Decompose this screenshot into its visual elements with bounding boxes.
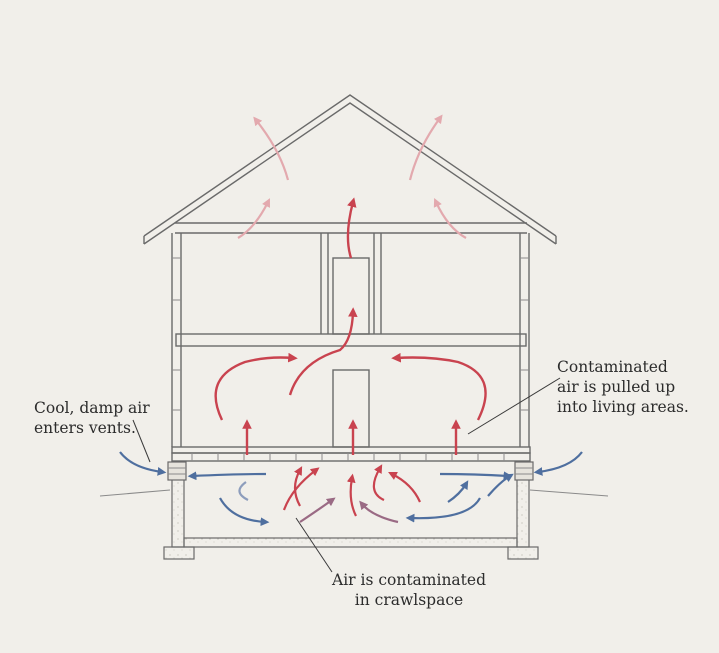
contaminated-arrow (372, 464, 385, 502)
crawlspace-swirl (238, 481, 249, 501)
contaminated-arrow (359, 500, 399, 524)
attic-arrow (408, 114, 443, 181)
first-floor-joist (171, 446, 531, 462)
second-floor-joist (175, 333, 527, 347)
attic-arrow (237, 198, 270, 239)
contaminated-arrow (293, 466, 303, 507)
roof (143, 94, 557, 245)
living-area-arrows (214, 197, 487, 455)
walls (171, 233, 530, 447)
crawlspace-arrows (119, 451, 583, 527)
right-crawlspace-vent (514, 461, 534, 481)
crawlspace-arrow (439, 471, 513, 481)
crawlspace-arrow (447, 480, 469, 503)
contaminated-arrow (299, 497, 336, 523)
circulation-arrow (214, 352, 298, 421)
upward-flow-label: Contaminated air is pulled up into livin… (557, 358, 689, 416)
stairwell-arrow (346, 197, 357, 259)
crawlspace-slab (183, 537, 518, 548)
circulation-arrow (391, 352, 487, 421)
left-crawlspace-vent (167, 461, 187, 481)
crawlspace-arrow (219, 497, 270, 527)
upward-arrow (288, 307, 358, 396)
crawlspace-label: Air is contaminated in crawlspace (332, 571, 486, 609)
attic-arrow (433, 198, 467, 239)
intake-arrow (533, 451, 583, 476)
attic-arrow (253, 116, 290, 181)
crawlspace-arrow (487, 473, 514, 497)
upper-floor-partitions (320, 233, 382, 335)
crawlspace-arrow (187, 471, 267, 481)
intake-arrow (119, 451, 167, 476)
right-footing (507, 546, 539, 560)
leader-lines (132, 377, 561, 573)
ground-floor-door (332, 369, 370, 448)
attic-exhaust-arrows (237, 114, 467, 239)
intake-label: Cool, damp air enters vents. (34, 399, 150, 437)
left-footing (163, 546, 195, 560)
crawlspace-arrow (405, 497, 481, 523)
contaminated-arrow (346, 473, 357, 517)
foundation (99, 461, 609, 560)
contaminated-arrow (388, 472, 422, 503)
